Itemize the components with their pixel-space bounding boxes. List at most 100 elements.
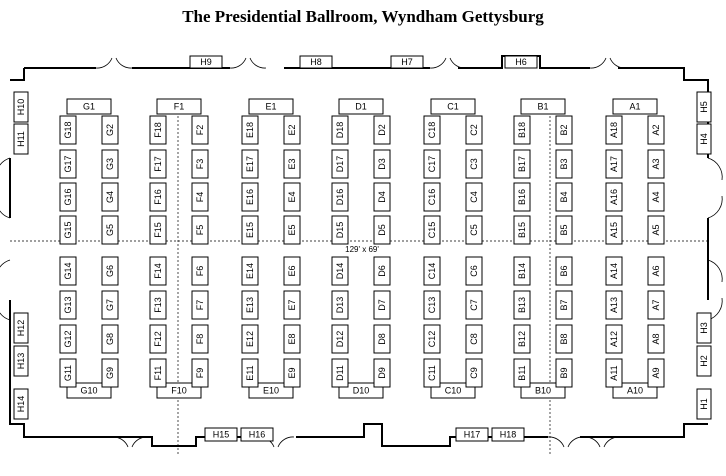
booth-c1[interactable]: C1	[430, 98, 476, 115]
booth-h17[interactable]: H17	[455, 427, 489, 442]
booth-h12[interactable]: H12	[13, 312, 29, 344]
booth-f1[interactable]: F1	[156, 98, 202, 115]
booth-f9[interactable]: F9	[191, 358, 209, 388]
booth-h14[interactable]: H14	[13, 388, 29, 420]
booth-f18[interactable]: F18	[149, 115, 167, 145]
booth-a2[interactable]: A2	[647, 115, 665, 145]
booth-g9[interactable]: G9	[101, 358, 119, 388]
booth-f13[interactable]: F13	[149, 290, 167, 320]
booth-f5[interactable]: F5	[191, 215, 209, 245]
booth-g8[interactable]: G8	[101, 324, 119, 354]
booth-g13[interactable]: G13	[59, 290, 77, 320]
booth-g1[interactable]: G1	[66, 98, 112, 115]
booth-h1[interactable]: H1	[696, 388, 712, 420]
booth-h10[interactable]: H10	[13, 91, 29, 123]
booth-e11[interactable]: E11	[241, 358, 259, 388]
booth-e8[interactable]: E8	[283, 324, 301, 354]
booth-a16[interactable]: A16	[605, 182, 623, 212]
booth-d13[interactable]: D13	[331, 290, 349, 320]
booth-b3[interactable]: B3	[555, 149, 573, 179]
booth-a9[interactable]: A9	[647, 358, 665, 388]
booth-b18[interactable]: B18	[513, 115, 531, 145]
booth-c4[interactable]: C4	[465, 182, 483, 212]
booth-g11[interactable]: G11	[59, 358, 77, 388]
booth-e16[interactable]: E16	[241, 182, 259, 212]
booth-e1[interactable]: E1	[248, 98, 294, 115]
booth-e2[interactable]: E2	[283, 115, 301, 145]
booth-g6[interactable]: G6	[101, 256, 119, 286]
booth-c5[interactable]: C5	[465, 215, 483, 245]
booth-e9[interactable]: E9	[283, 358, 301, 388]
booth-d11[interactable]: D11	[331, 358, 349, 388]
booth-h13[interactable]: H13	[13, 345, 29, 377]
booth-e14[interactable]: E14	[241, 256, 259, 286]
booth-b10[interactable]: B10	[520, 382, 566, 399]
booth-b14[interactable]: B14	[513, 256, 531, 286]
booth-e3[interactable]: E3	[283, 149, 301, 179]
booth-d4[interactable]: D4	[373, 182, 391, 212]
booth-a14[interactable]: A14	[605, 256, 623, 286]
booth-f6[interactable]: F6	[191, 256, 209, 286]
booth-h16[interactable]: H16	[240, 427, 274, 442]
booth-a17[interactable]: A17	[605, 149, 623, 179]
booth-f14[interactable]: F14	[149, 256, 167, 286]
booth-h6[interactable]: H6	[504, 55, 538, 69]
booth-c9[interactable]: C9	[465, 358, 483, 388]
booth-h11[interactable]: H11	[13, 123, 29, 155]
booth-b16[interactable]: B16	[513, 182, 531, 212]
booth-d15[interactable]: D15	[331, 215, 349, 245]
booth-h8[interactable]: H8	[299, 55, 333, 69]
booth-a4[interactable]: A4	[647, 182, 665, 212]
booth-a15[interactable]: A15	[605, 215, 623, 245]
booth-a8[interactable]: A8	[647, 324, 665, 354]
booth-h9[interactable]: H9	[189, 55, 223, 69]
booth-a18[interactable]: A18	[605, 115, 623, 145]
booth-c7[interactable]: C7	[465, 290, 483, 320]
booth-c10[interactable]: C10	[430, 382, 476, 399]
booth-d8[interactable]: D8	[373, 324, 391, 354]
booth-c13[interactable]: C13	[423, 290, 441, 320]
booth-f3[interactable]: F3	[191, 149, 209, 179]
booth-b5[interactable]: B5	[555, 215, 573, 245]
booth-a3[interactable]: A3	[647, 149, 665, 179]
booth-b15[interactable]: B15	[513, 215, 531, 245]
booth-f2[interactable]: F2	[191, 115, 209, 145]
booth-c8[interactable]: C8	[465, 324, 483, 354]
booth-d2[interactable]: D2	[373, 115, 391, 145]
booth-b4[interactable]: B4	[555, 182, 573, 212]
booth-c16[interactable]: C16	[423, 182, 441, 212]
booth-d9[interactable]: D9	[373, 358, 391, 388]
booth-a6[interactable]: A6	[647, 256, 665, 286]
booth-f10[interactable]: F10	[156, 382, 202, 399]
booth-d1[interactable]: D1	[338, 98, 384, 115]
booth-b9[interactable]: B9	[555, 358, 573, 388]
booth-g7[interactable]: G7	[101, 290, 119, 320]
booth-f17[interactable]: F17	[149, 149, 167, 179]
booth-g15[interactable]: G15	[59, 215, 77, 245]
booth-g18[interactable]: G18	[59, 115, 77, 145]
booth-e6[interactable]: E6	[283, 256, 301, 286]
booth-g17[interactable]: G17	[59, 149, 77, 179]
booth-g4[interactable]: G4	[101, 182, 119, 212]
booth-h2[interactable]: H2	[696, 345, 712, 377]
booth-h15[interactable]: H15	[204, 427, 238, 442]
booth-e4[interactable]: E4	[283, 182, 301, 212]
booth-e13[interactable]: E13	[241, 290, 259, 320]
booth-e10[interactable]: E10	[248, 382, 294, 399]
booth-d17[interactable]: D17	[331, 149, 349, 179]
booth-a10[interactable]: A10	[612, 382, 658, 399]
booth-g3[interactable]: G3	[101, 149, 119, 179]
booth-g12[interactable]: G12	[59, 324, 77, 354]
booth-d18[interactable]: D18	[331, 115, 349, 145]
booth-f11[interactable]: F11	[149, 358, 167, 388]
booth-a11[interactable]: A11	[605, 358, 623, 388]
booth-c17[interactable]: C17	[423, 149, 441, 179]
booth-b1[interactable]: B1	[520, 98, 566, 115]
booth-f8[interactable]: F8	[191, 324, 209, 354]
booth-a5[interactable]: A5	[647, 215, 665, 245]
booth-b11[interactable]: B11	[513, 358, 531, 388]
booth-c11[interactable]: C11	[423, 358, 441, 388]
booth-a1[interactable]: A1	[612, 98, 658, 115]
booth-h18[interactable]: H18	[491, 427, 525, 442]
booth-f12[interactable]: F12	[149, 324, 167, 354]
